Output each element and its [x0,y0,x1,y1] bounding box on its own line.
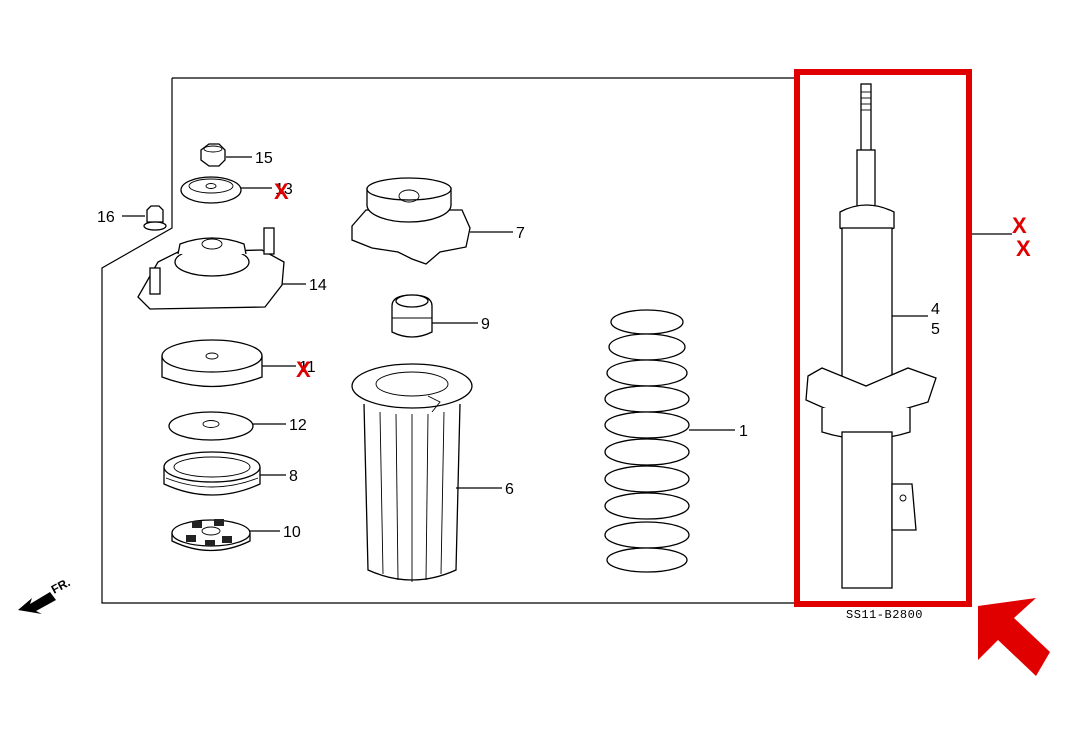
callout-4: 4 [931,301,940,318]
callout-15: 15 [255,150,273,167]
callout-9: 9 [481,316,490,333]
x-mark-top: X [1012,213,1027,238]
callout-10: 10 [283,524,301,541]
part-15-nut[interactable] [200,143,252,167]
part-8-bearing[interactable] [163,451,286,496]
part-4-5-shock-absorber[interactable] [805,83,937,589]
part-16-flange-nut[interactable] [122,205,167,231]
callout-13: 13 [275,181,293,198]
highlight-box [794,69,972,607]
diagram-code: SS11-B2800 [846,608,923,622]
callout-8: 8 [289,468,298,485]
callout-6: 6 [505,481,514,498]
part-10-insulator[interactable] [171,519,280,552]
front-label: FR. [49,575,73,596]
callout-16: 16 [97,209,115,226]
part-11-plate[interactable] [161,339,296,388]
front-arrow-icon [18,592,56,614]
callout-7: 7 [516,225,525,242]
x-mark-13: X [274,179,289,204]
callout-11: 11 [299,359,316,376]
part-12-washer[interactable] [168,411,286,441]
part-6-dust-boot[interactable] [351,363,502,582]
callout-12: 12 [289,417,307,434]
part-9-bump-stop[interactable] [391,294,478,338]
part-7-upper-seat[interactable] [351,177,513,265]
x-mark-bottom: X [1016,236,1031,261]
callout-14: 14 [309,277,327,294]
part-1-coil-spring[interactable] [604,309,735,573]
callout-1: 1 [739,423,748,440]
frame-outline [101,77,1012,604]
part-14-mount-base[interactable] [137,227,306,310]
x-mark-11: X [296,357,311,382]
callout-5: 5 [931,321,940,338]
part-13-washer[interactable] [180,176,272,204]
pointer-arrow-icon [978,598,1050,676]
